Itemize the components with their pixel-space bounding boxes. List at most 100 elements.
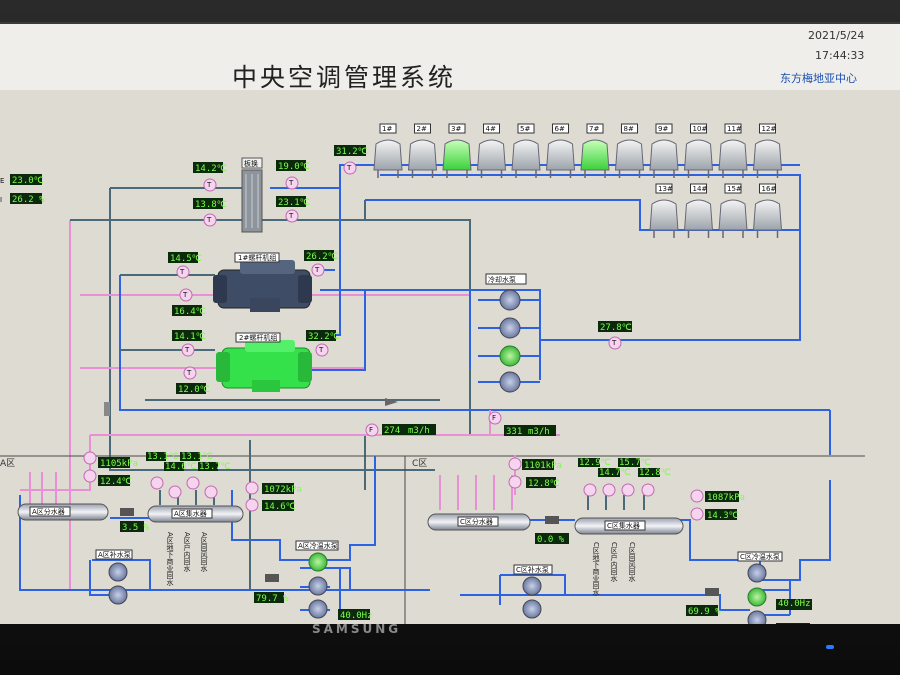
c-zone-cold-pumps[interactable] — [747, 563, 767, 624]
svg-text:T: T — [288, 179, 294, 187]
cooling-tower-13[interactable]: 13# — [649, 183, 679, 238]
svg-text:14.3℃: 14.3℃ — [707, 511, 739, 521]
svg-text:40.0Hz: 40.0Hz — [340, 611, 373, 621]
cooling-tower-6[interactable]: 6# — [545, 123, 576, 178]
chiller-2[interactable]: 2#螺杆机组 — [216, 332, 312, 392]
a-zone-pump-label: A区补水泵 — [98, 550, 131, 559]
c-zone-cold-pump-label: C区冷温水泵 — [740, 552, 780, 561]
cooling-tower-1[interactable]: 1# — [373, 123, 403, 178]
svg-text:12.0℃: 12.0℃ — [178, 385, 210, 395]
tower-return-temp: 27.8℃ — [600, 323, 632, 333]
tower-label: 11# — [727, 125, 742, 133]
tower-label: 10# — [693, 125, 708, 133]
tower-label: 3# — [451, 125, 461, 133]
c-zone-branch-labels: C区地下商业回水 C区户内回水 C区回风回水 — [592, 542, 636, 596]
cooling-towers-row1: 1# 2# 3# 4# 5# 6#7#8#9# 10# 11# 12# — [373, 123, 783, 178]
c-zone-values: 1101kPa 12.8℃ 12.9℃ 14.7℃ 15.7℃ 12.8℃ 10… — [522, 458, 810, 624]
cooling-tower-3[interactable]: 3# — [442, 123, 472, 178]
cooling-tower-5[interactable]: 5# — [511, 123, 541, 178]
svg-text:26.2℃: 26.2℃ — [306, 252, 338, 262]
c-zone-control-valve[interactable] — [705, 588, 719, 596]
cooling-pump-label: 冷却水泵 — [488, 275, 516, 284]
a-zone-makeup-pumps[interactable] — [108, 562, 128, 605]
svg-text:T: T — [206, 181, 212, 189]
a-zone-cold-pumps[interactable] — [308, 552, 328, 619]
chiller-2-label: 2#螺杆机组 — [239, 333, 277, 342]
svg-text:m3/h: m3/h — [528, 427, 550, 437]
svg-text:26.2 %: 26.2 % — [12, 195, 45, 205]
svg-text:14.6℃: 14.6℃ — [264, 502, 296, 512]
flow-meter-1: F 274 m3/h — [365, 423, 436, 437]
c-zone-pump-label: C区补水泵 — [516, 565, 549, 574]
cooling-tower-9[interactable]: 9# — [649, 123, 679, 178]
cooling-tower-12[interactable]: 12# — [752, 123, 783, 178]
cooling-tower-11[interactable]: 11# — [718, 123, 748, 178]
cooling-tower-2[interactable]: 2# — [407, 123, 438, 178]
chiller-2-temps: 14.1℃ 12.0℃ 32.2℃ — [172, 330, 340, 395]
svg-text:13.8℃: 13.8℃ — [195, 200, 227, 210]
scada-screen: 中央空调管理系统 2021/5/24 17:44:33 东方梅地亚中心 — [0, 22, 900, 624]
valve-mid[interactable] — [385, 398, 398, 406]
power-led — [826, 645, 834, 649]
a-zone-title: A区 — [0, 458, 15, 469]
svg-text:C区分水器: C区分水器 — [460, 517, 493, 526]
svg-text:16.4℃: 16.4℃ — [174, 307, 206, 317]
svg-text:C区地下商业回水: C区地下商业回水 — [592, 542, 600, 596]
svg-text:C区户内回水: C区户内回水 — [610, 542, 618, 582]
svg-text:12.4℃: 12.4℃ — [100, 477, 132, 487]
svg-text:T: T — [611, 339, 617, 347]
svg-text:T: T — [184, 346, 190, 354]
svg-text:A区回风回水: A区回风回水 — [200, 532, 208, 572]
svg-text:23.1℃: 23.1℃ — [278, 198, 310, 208]
svg-text:13.7℃: 13.7℃ — [199, 462, 231, 472]
cooling-tower-10[interactable]: 10# — [683, 123, 714, 178]
svg-text:19.0℃: 19.0℃ — [278, 162, 310, 172]
svg-text:T: T — [186, 369, 192, 377]
cooling-tower-8[interactable]: 8# — [614, 123, 645, 178]
svg-text:A区户内回水: A区户内回水 — [183, 532, 191, 572]
a-zone-collector[interactable]: A区集水器 — [147, 505, 244, 523]
tower-label: 14# — [693, 185, 708, 193]
svg-text:1101kPa: 1101kPa — [524, 461, 562, 471]
tower-label: 4# — [486, 125, 496, 133]
sensor-dots-plate — [203, 161, 357, 227]
svg-text:14.7℃: 14.7℃ — [599, 468, 631, 478]
svg-text:I: I — [0, 196, 2, 204]
svg-text:C区集水器: C区集水器 — [607, 521, 640, 530]
svg-text:T: T — [179, 268, 185, 276]
svg-text:E: E — [0, 177, 4, 185]
cooling-tower-16[interactable]: 16# — [752, 183, 783, 238]
cooling-tower-7[interactable]: 7# — [580, 123, 610, 178]
c-zone-bypass-valve[interactable] — [545, 516, 559, 524]
c-zone-separator[interactable]: C区分水器 — [427, 513, 531, 531]
svg-text:331: 331 — [506, 427, 522, 437]
svg-text:F: F — [492, 414, 496, 422]
svg-text:23.0℃: 23.0℃ — [12, 176, 44, 186]
cooling-pumps[interactable] — [499, 289, 521, 393]
svg-text:T: T — [318, 346, 324, 354]
svg-text:T: T — [288, 212, 294, 220]
svg-text:14.1℃: 14.1℃ — [174, 332, 206, 342]
a-zone-values: 1105kPa 12.4℃ 13.1℃ 14.6℃ 13.1℃ 13.7℃ 10… — [98, 452, 373, 621]
tower-label: 5# — [520, 125, 530, 133]
chiller-1[interactable]: 1#螺杆机组 — [213, 252, 312, 312]
svg-text:32.2℃: 32.2℃ — [308, 332, 340, 342]
tower-label: 15# — [727, 185, 742, 193]
a-zone-separator[interactable]: A区分水器 — [17, 503, 109, 521]
svg-text:15.7℃: 15.7℃ — [619, 458, 651, 468]
sensor-dots-chiller2 — [181, 343, 329, 380]
c-zone-collector[interactable]: C区集水器 — [574, 517, 684, 535]
svg-text:12.8℃: 12.8℃ — [639, 468, 671, 478]
a-zone-control-valve[interactable] — [265, 574, 279, 582]
cooling-tower-14[interactable]: 14# — [683, 183, 714, 238]
c-zone-makeup-pumps[interactable] — [522, 576, 542, 619]
tower-label: 12# — [762, 125, 777, 133]
cooling-tower-15[interactable]: 15# — [718, 183, 748, 238]
svg-text:T: T — [314, 266, 320, 274]
tower-label: 2# — [417, 125, 427, 133]
cooling-tower-4[interactable]: 4# — [476, 123, 507, 178]
svg-text:A区分水器: A区分水器 — [32, 507, 65, 516]
a-zone-bypass-valve[interactable] — [120, 508, 134, 516]
plate-heat-exchanger[interactable]: 板换 — [241, 157, 263, 233]
valve-left[interactable] — [104, 402, 110, 416]
